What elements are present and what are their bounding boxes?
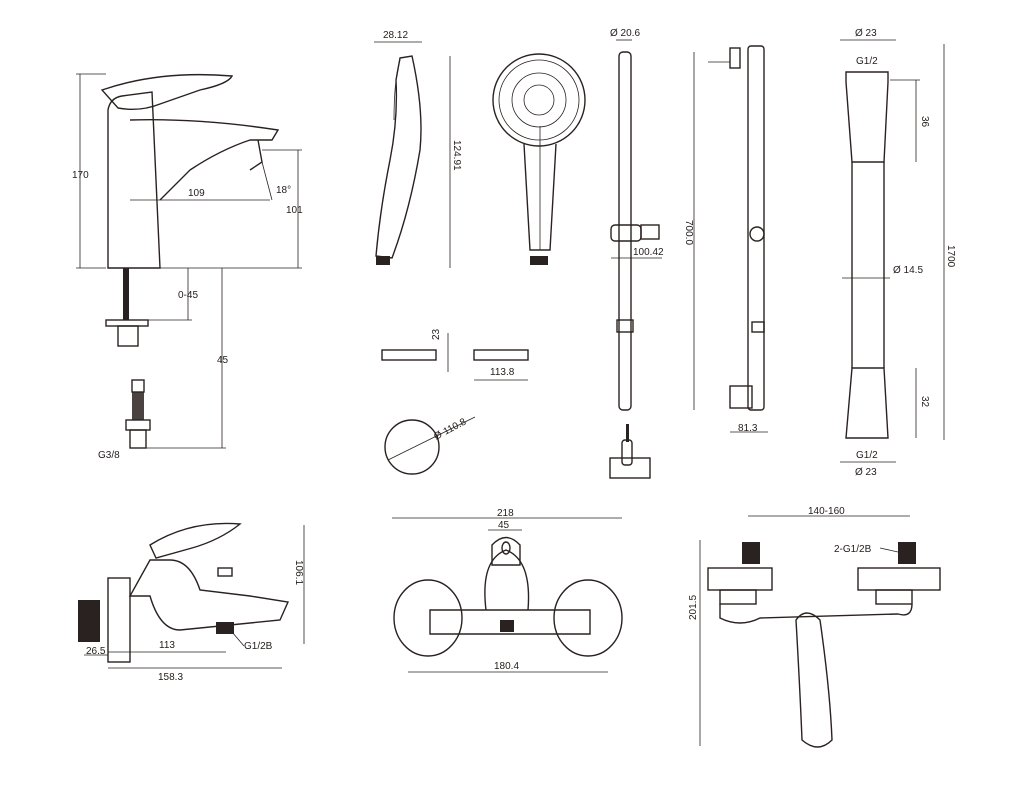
dim-hand-shower-thickness: 28.12 [383,30,408,41]
dim-flange-span: 180.4 [494,661,519,672]
dim-hose-length: 45 [217,355,229,366]
dim-bracket-depth: 81.3 [738,423,758,434]
dim-spout-reach: 109 [188,188,205,199]
dim-front-width: 218 [497,508,514,519]
dim-inlet-thread: G3/8 [98,450,120,461]
dim-soap-dish-height: 23 [431,328,442,340]
dim-hose-bottom-diameter: Ø 23 [855,467,877,478]
dim-slider-width: 100.42 [633,247,664,258]
dim-hose-top-thread: G1/2 [856,56,878,67]
bath-mixer-front-view [392,517,623,673]
dim-hose-top-nut: 36 [919,116,930,128]
shower-hose [840,39,945,463]
dim-bar-diameter: Ø 20.6 [610,28,640,39]
dim-spout-angle: 18° [276,185,291,196]
dim-bath-mixer-height: 106.1 [293,560,304,585]
dim-outlet-offset: 113 [159,640,175,651]
dim-handle-width: 45 [498,520,510,531]
dim-soap-dish-diameter: Ø 110.8 [432,416,468,442]
dim-flange: 26.5 [86,646,106,657]
shower-rail-side-view [708,45,768,433]
dim-shower-mixer-height: 201.5 [688,595,699,620]
dim-spout-height: 101 [286,205,303,216]
dim-basin-height: 170 [72,170,89,181]
dim-hand-shower-length: 124.91 [451,140,462,171]
bath-mixer-side-view [78,522,305,669]
dim-deck-thickness: 0-45 [178,290,198,301]
dim-soap-dish-width: 113.8 [490,367,515,378]
dim-total-length: 158.3 [158,672,183,683]
dim-hose-bottom-thread: G1/2 [856,450,878,461]
soap-dish [381,333,529,475]
basin-mixer-side-view [76,73,302,449]
hand-shower-side-view [374,41,451,268]
dim-hose-length: 1700 [945,245,956,268]
dim-hose-diameter: Ø 14.5 [893,265,923,276]
shower-mixer-front-view [699,515,941,748]
dim-hose-bottom-nut: 32 [919,396,930,408]
dim-inlet-centers: 140-160 [808,506,845,517]
dim-inlet-thread: 2-G1/2B [834,544,872,555]
dim-outlet-thread: G1/2B [244,641,273,652]
dim-bar-length: 700.0 [683,220,694,245]
dim-hose-top-diameter: Ø 23 [855,28,877,39]
hand-shower-front-view [492,53,586,265]
shower-rail [609,39,695,479]
